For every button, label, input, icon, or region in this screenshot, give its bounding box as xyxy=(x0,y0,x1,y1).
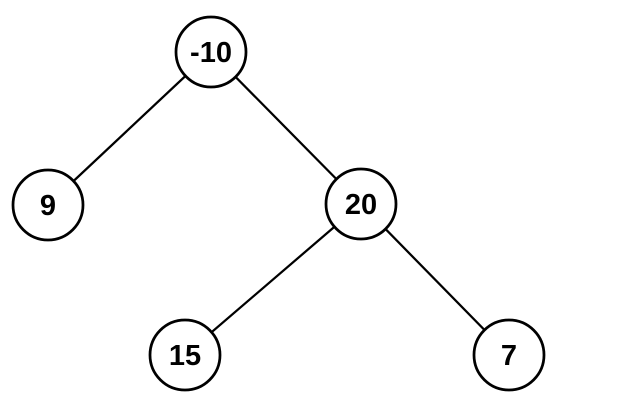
tree-node-label-root-right-left: 15 xyxy=(169,340,201,372)
tree-node-circle-root-left xyxy=(11,168,85,242)
tree-edge-root-to-root-left xyxy=(47,51,212,206)
tree-node-circle-root-right xyxy=(324,167,398,241)
tree-node-root-right-left: 15 xyxy=(148,318,222,392)
tree-node-root-left: 9 xyxy=(11,168,85,242)
tree-node-root-right-right: 7 xyxy=(472,318,546,392)
tree-node-circle-root-right-right xyxy=(472,318,546,392)
tree-node-root-right: 20 xyxy=(324,167,398,241)
tree-node-label-root-left: 9 xyxy=(40,190,56,222)
tree-node-circle-root-right-left xyxy=(148,318,222,392)
tree-node-circle-root xyxy=(174,15,248,89)
tree-node-root: -10 xyxy=(174,15,248,89)
tree-edge-root-right-to-root-right-left xyxy=(184,203,362,356)
tree-node-label-root-right: 20 xyxy=(345,189,377,221)
tree-node-label-root-right-right: 7 xyxy=(501,340,517,372)
tree-node-label-root: -10 xyxy=(190,37,232,69)
